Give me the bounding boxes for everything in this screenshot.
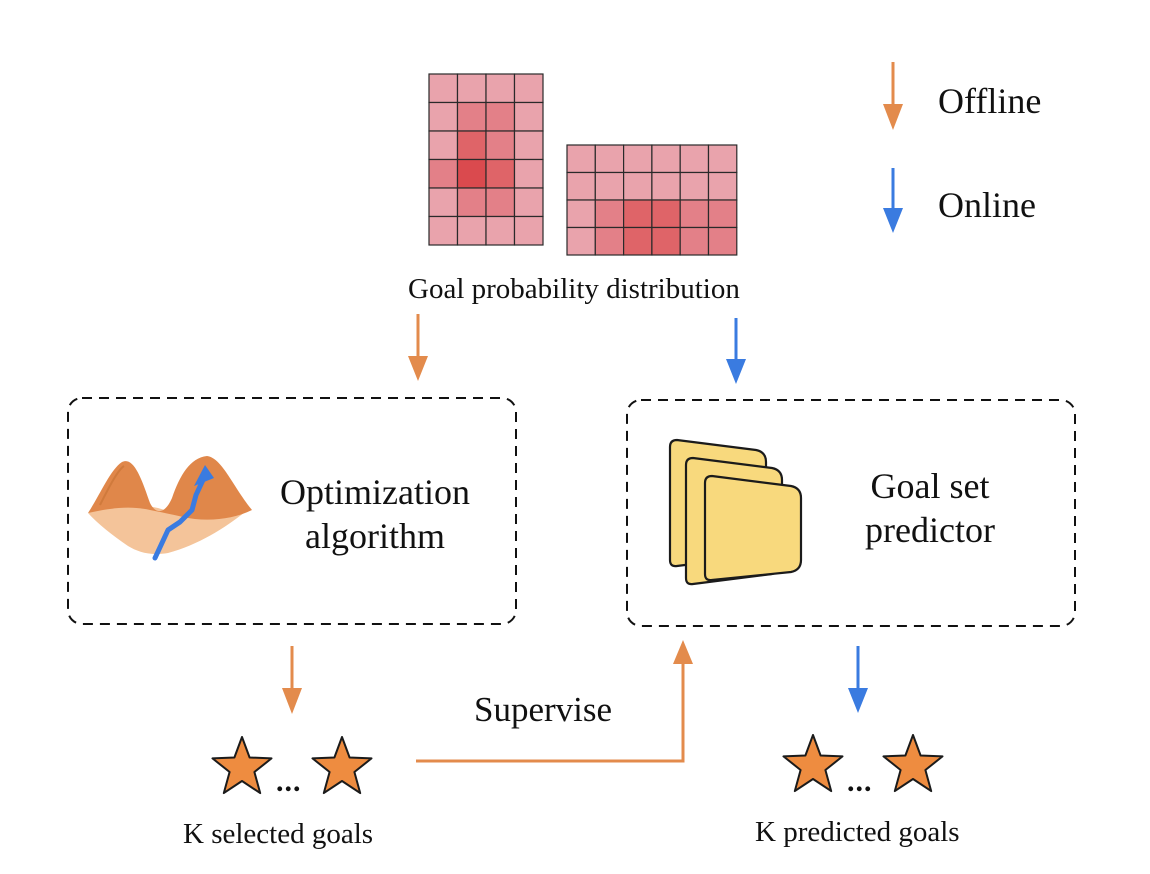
heatmap-cell [622, 171, 653, 201]
heatmap-cell [485, 73, 516, 104]
heatmap-cell [566, 199, 596, 229]
heatmap-cell [651, 199, 681, 229]
heatmap-cell [456, 130, 487, 161]
predicted-goal-star-icon [782, 734, 844, 793]
heatmap-cell [428, 158, 459, 189]
heatmap-cell [622, 144, 653, 174]
heatmap-cell [679, 144, 710, 174]
heatmap-cell [428, 101, 459, 132]
heatmap-cell [456, 73, 487, 104]
heatmap-cell [707, 171, 738, 201]
heatmap-cell [456, 215, 487, 246]
heatmap-cell [594, 144, 625, 174]
heatmap-cell [622, 199, 653, 229]
heatmap-cell [428, 130, 459, 161]
heatmap-cell [651, 226, 681, 256]
heatmap-cell [456, 101, 487, 132]
predictor-cards-icon [668, 438, 803, 586]
optimization-surface-icon [88, 456, 252, 561]
predictor-label-line2: predictor [865, 510, 995, 550]
heatmap-cell [679, 199, 710, 229]
heatmap-cell [566, 171, 596, 201]
heatmap-cell [651, 171, 681, 201]
heatmap-cell [513, 215, 544, 246]
heatmap-cell [513, 187, 544, 218]
selected-goal-star-icon [311, 736, 373, 795]
legend-online-label: Online [938, 185, 1036, 225]
heatmap-cell [428, 215, 459, 246]
predictor-box [626, 399, 1076, 627]
heatmap-cell [513, 130, 544, 161]
heatmap-cell [513, 158, 544, 189]
heatmap-caption: Goal probability distribution [408, 273, 740, 305]
predictor-label-line1: Goal set [870, 466, 990, 506]
heatmap-cell [622, 226, 653, 256]
heatmap-cell [707, 144, 738, 174]
arrow-heatmap-to-predictor [726, 318, 746, 384]
optimization-label-line1: Optimization [280, 472, 470, 512]
heatmap-cell [485, 130, 516, 161]
arrow-heatmap-to-optimization [408, 314, 428, 381]
heatmap-cell [679, 226, 710, 256]
arrow-predictor-to-predicted-goals [848, 646, 868, 713]
heatmap-cell [485, 215, 516, 246]
supervise-label: Supervise [474, 690, 613, 729]
predicted-goals-caption: K predicted goals [755, 816, 960, 848]
heatmap-grid-right [566, 144, 738, 256]
heatmap-cell [651, 144, 681, 174]
selected-goals-ellipsis: ... [276, 765, 302, 798]
legend-offline-arrow [883, 62, 903, 130]
heatmap-cell [594, 171, 625, 201]
supervise-arrow [416, 640, 693, 763]
heatmap-cell [707, 226, 738, 256]
heatmap-cell [456, 187, 487, 218]
selected-goals-caption: K selected goals [183, 818, 374, 850]
heatmap-grid-left [428, 73, 544, 246]
goal-stars [211, 734, 944, 795]
heatmap-cell [594, 199, 625, 229]
selected-goal-star-icon [211, 736, 273, 795]
heatmap-cell [679, 171, 710, 201]
heatmap-cell [428, 73, 459, 104]
optimization-box [67, 397, 517, 625]
predicted-goal-star-icon [882, 734, 944, 793]
heatmap-cell [485, 101, 516, 132]
heatmap-cell [594, 226, 625, 256]
predicted-goals-ellipsis: ... [847, 765, 873, 798]
legend-online-arrow [883, 168, 903, 233]
legend-offline-label: Offline [938, 81, 1042, 121]
heatmap-cell [566, 144, 596, 174]
heatmap-cell [566, 226, 596, 256]
heatmap-cell [456, 158, 487, 189]
heatmap-cell [485, 187, 516, 218]
heatmap-cell [485, 158, 516, 189]
heatmap-cell [513, 73, 544, 104]
optimization-label-line2: algorithm [305, 516, 445, 556]
heatmap-cell [428, 187, 459, 218]
heatmap-cell [707, 199, 738, 229]
heatmap-cell [513, 101, 544, 132]
arrow-optimization-to-selected-goals [282, 646, 302, 714]
